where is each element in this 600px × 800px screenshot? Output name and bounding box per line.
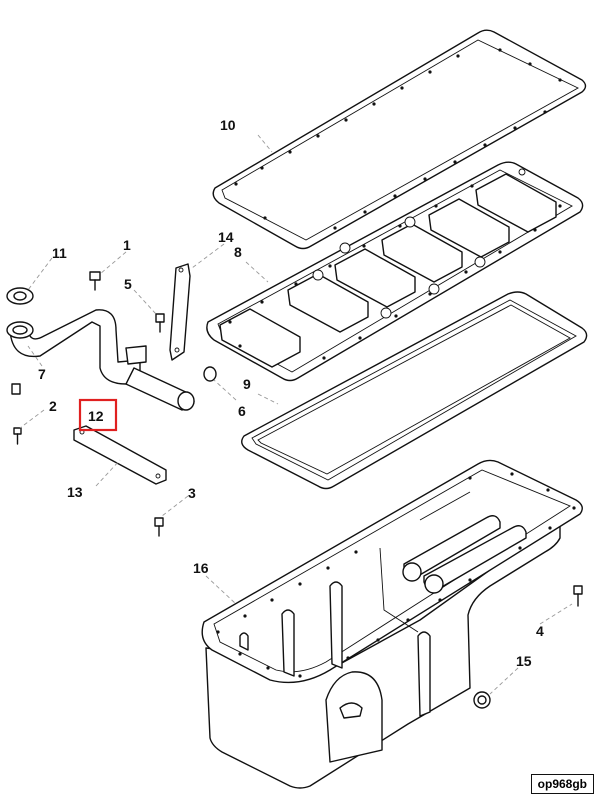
callout-13: 13	[67, 484, 83, 500]
part-9-gasket	[241, 291, 588, 490]
callout-2: 2	[49, 398, 57, 414]
part-11-flange	[6, 287, 34, 305]
part-3-bolt	[154, 517, 164, 537]
part-4-bolt	[573, 585, 583, 607]
callout-5: 5	[124, 276, 132, 292]
callout-3: 3	[188, 485, 196, 501]
callout-15: 15	[516, 653, 532, 669]
callout-12: 12	[88, 408, 104, 424]
part-2-bolt	[13, 427, 22, 445]
callout-1: 1	[123, 237, 131, 253]
callout-11: 11	[52, 245, 67, 261]
callout-10: 10	[220, 117, 236, 133]
callout-labels: 1 2 3 4 5 6 7 8 9 10 11 12 13 14 15 16	[38, 117, 544, 669]
callout-8: 8	[234, 244, 242, 260]
part-6-nut	[203, 366, 217, 382]
part-13-strap	[73, 425, 167, 485]
callout-6: 6	[238, 403, 246, 419]
callout-7: 7	[38, 366, 46, 382]
part-16-oil-pan	[201, 459, 583, 789]
callout-9: 9	[243, 376, 251, 392]
callout-4: 4	[536, 623, 544, 639]
part-10-gasket	[212, 29, 587, 250]
callout-16: 16	[193, 560, 209, 576]
reference-code: op968gb	[530, 774, 594, 794]
part-7-suction-pipe	[6, 309, 195, 411]
part-8-plate	[206, 161, 584, 382]
highlight-box	[78, 398, 118, 432]
part-5-bolt	[155, 313, 165, 333]
part-15-drain-plug	[473, 691, 491, 709]
leader-lines	[19, 134, 573, 695]
part-7-ferrule	[11, 383, 21, 395]
part-1-bolt	[89, 271, 101, 291]
part-14-bracket	[169, 263, 191, 361]
callout-14: 14	[218, 229, 234, 245]
